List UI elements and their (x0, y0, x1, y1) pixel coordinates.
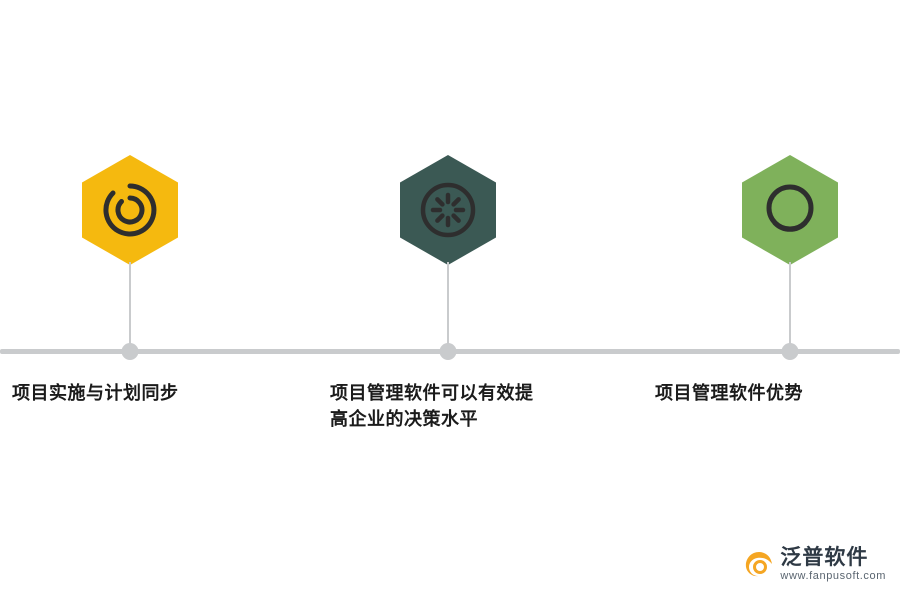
timeline-dot-3 (781, 343, 799, 360)
connector-stem-2 (447, 262, 449, 350)
hexagon-shape-2 (400, 155, 496, 265)
sun-burst-circle-icon (420, 182, 476, 238)
logo-mark-icon (744, 550, 774, 580)
spiral-circle-icon (103, 183, 157, 237)
hexagon-shape-3 (742, 155, 838, 265)
connector-stem-1 (129, 262, 131, 350)
timeline-label-1: 项目实施与计划同步 (12, 383, 179, 403)
timeline-node-2 (328, 0, 568, 600)
timeline-node-3 (670, 0, 900, 600)
hexagon-badge-2 (400, 155, 496, 265)
timeline-dot-2 (439, 343, 457, 360)
hexagon-badge-3 (742, 155, 838, 265)
connector-stem-3 (789, 262, 791, 350)
logo-name: 泛普软件 (780, 546, 869, 569)
timeline-label-3: 项目管理软件优势 (655, 383, 803, 403)
timeline-node-1 (10, 0, 250, 600)
timeline-dot-1 (121, 343, 139, 360)
hexagon-badge-1 (82, 155, 178, 265)
timeline-label-2: 项目管理软件可以有效提高企业的决策水平 (330, 383, 534, 430)
brand-logo: 泛普软件 www.fanpusoft.com (744, 547, 886, 582)
hexagon-shape-1 (82, 155, 178, 265)
logo-url: www.fanpusoft.com (780, 570, 886, 582)
ring-circle-icon (766, 184, 814, 232)
